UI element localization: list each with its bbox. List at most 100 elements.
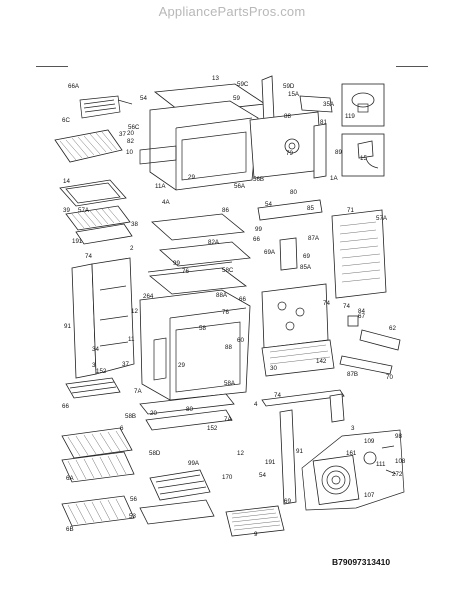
part-label-80: 80 — [290, 189, 297, 196]
door-frame-right — [261, 389, 345, 505]
part-label-54: 54 — [140, 95, 147, 102]
part-label-53: 53 — [129, 513, 136, 520]
part-label-98: 98 — [395, 433, 402, 440]
part-label-66: 66 — [253, 236, 260, 243]
drawer-panels — [139, 393, 235, 525]
part-label-85a: 85A — [300, 264, 312, 271]
lower-oven-cavity — [139, 267, 251, 401]
part-label-82: 82 — [127, 138, 134, 145]
control-panel-rear — [261, 283, 335, 377]
part-label-54: 54 — [259, 472, 266, 479]
part-label-6: 6 — [120, 425, 124, 432]
part-label-67: 67 — [358, 313, 365, 320]
part-label-6b: 6B — [66, 526, 74, 533]
part-label-71: 71 — [347, 207, 354, 214]
part-label-38: 38 — [131, 221, 138, 228]
rack-6b — [61, 495, 135, 527]
part-label-60: 60 — [237, 337, 244, 344]
rear-bracket-54 — [257, 199, 323, 271]
part-label-119: 119 — [345, 113, 355, 120]
part-label-66: 66 — [239, 296, 246, 303]
part-label-34: 34 — [92, 346, 99, 353]
part-label-2: 2 — [130, 245, 134, 252]
bake-element — [149, 469, 211, 501]
part-label-15a: 15A — [288, 91, 300, 98]
upper-oven-cavity — [139, 83, 267, 191]
part-label-74: 74 — [343, 303, 350, 310]
part-label-29: 29 — [178, 362, 185, 369]
small-parts-right — [339, 315, 401, 375]
part-label-107: 107 — [364, 492, 375, 499]
part-label-91: 91 — [64, 323, 71, 330]
part-label-37: 37 — [119, 131, 126, 138]
part-label-89: 89 — [335, 149, 342, 156]
inset-119 — [341, 83, 385, 127]
part-label-161: 161 — [346, 450, 357, 457]
part-label-59d: 59D — [283, 83, 295, 90]
part-label-3: 3 — [351, 425, 355, 432]
part-label-29: 29 — [188, 174, 195, 181]
part-label-99: 99 — [173, 260, 180, 267]
rack-6 — [61, 427, 133, 459]
part-label-69a: 69A — [264, 249, 276, 256]
part-label-79: 79 — [286, 150, 293, 157]
part-label-111: 111 — [376, 461, 386, 468]
tray-14 — [59, 179, 127, 207]
part-label-264: 264 — [143, 293, 154, 300]
part-label-80: 80 — [186, 406, 193, 413]
vent-assembly — [249, 75, 333, 179]
part-label-20: 20 — [150, 410, 157, 417]
part-label-74: 74 — [323, 300, 330, 307]
part-label-20: 20 — [127, 130, 134, 137]
rear-panel-71 — [331, 209, 387, 299]
part-labels: 66A541359C5959D15A35A119376C56C208288811… — [62, 75, 406, 538]
part-label-81: 81 — [320, 119, 327, 126]
part-label-58b: 58B — [125, 413, 136, 420]
part-label-87b: 87B — [347, 371, 358, 378]
part-label-57a: 57A — [78, 207, 90, 214]
part-label-69: 69 — [303, 253, 310, 260]
part-label-56: 56 — [130, 496, 137, 503]
part-label-13: 13 — [212, 75, 219, 82]
part-label-10: 10 — [126, 149, 133, 156]
convection-fan-inset — [301, 429, 405, 511]
part-label-14: 14 — [63, 178, 70, 185]
part-label-1a: 1A — [330, 175, 338, 182]
part-label-99a: 99A — [188, 460, 200, 467]
part-label-58: 58 — [199, 325, 206, 332]
part-label-57a: 57A — [376, 215, 388, 222]
part-label-70: 70 — [386, 374, 393, 381]
part-label-272: 272 — [392, 471, 403, 478]
broiler-pan-9 — [225, 505, 285, 537]
rack-66 — [65, 377, 121, 399]
header-rule-right — [396, 66, 428, 67]
part-label-3: 3 — [92, 362, 96, 369]
part-label-191: 191 — [265, 459, 276, 466]
part-label-99: 99 — [255, 226, 262, 233]
part-label-15: 15 — [360, 155, 367, 162]
part-label-85: 85 — [307, 205, 314, 212]
part-label-91: 91 — [296, 448, 303, 455]
part-label-66: 66 — [62, 403, 69, 410]
part-label-66a: 66A — [68, 83, 80, 90]
part-label-87a: 87A — [308, 235, 320, 242]
part-label-59c: 59C — [237, 81, 249, 88]
part-label-39: 39 — [63, 207, 70, 214]
part-label-12: 12 — [131, 308, 138, 315]
door-frame-left — [71, 257, 135, 379]
part-label-142: 142 — [316, 358, 327, 365]
part-label-84: 84 — [358, 308, 365, 315]
inset-15 — [341, 133, 385, 177]
part-label-109: 109 — [364, 438, 375, 445]
part-label-108: 108 — [395, 458, 406, 465]
rack-6a — [61, 451, 135, 483]
part-label-152: 152 — [96, 368, 107, 375]
rack-6c — [54, 129, 123, 163]
part-label-191: 191 — [72, 238, 83, 245]
part-label-7a: 7A — [224, 416, 232, 423]
part-label-9: 9 — [254, 531, 258, 538]
part-label-88: 88 — [225, 344, 232, 351]
part-label-88a: 88A — [216, 292, 228, 299]
part-label-35a: 35A — [323, 101, 335, 108]
